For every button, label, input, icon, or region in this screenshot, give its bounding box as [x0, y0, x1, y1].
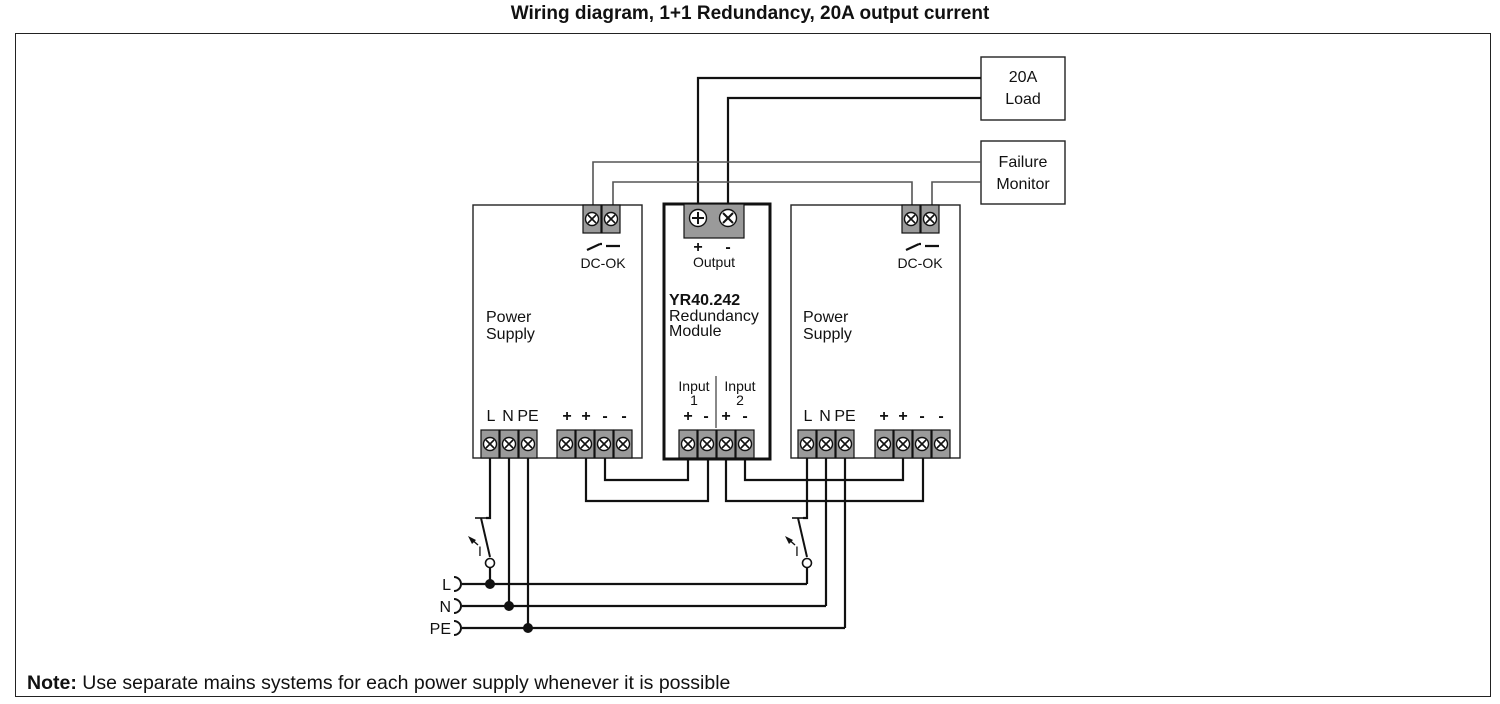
ac-terminal [499, 429, 519, 459]
psu-right-ac-N: N [819, 408, 831, 425]
dc-terminal [893, 429, 913, 459]
ac-terminal [518, 429, 538, 459]
dc-terminal [613, 429, 633, 459]
psu-left-ac-N: N [502, 408, 514, 425]
psu-left-dc-sign: - [602, 408, 607, 425]
psu-right-dc-sign: + [879, 408, 888, 425]
redundancy-module: + - Output YR40.242 Redundancy Module In… [662, 202, 772, 461]
dcok-terminal-right-2 [920, 204, 940, 234]
dcok-terminal-right-1 [901, 204, 921, 234]
module-input1-b: 1 [690, 392, 698, 408]
module-input-terminal [697, 429, 717, 459]
load-line2: Load [1005, 91, 1041, 108]
load-line1: 20A [1009, 69, 1038, 86]
failure-monitor-box: Failure Monitor [980, 140, 1066, 205]
module-output-label: Output [693, 254, 735, 270]
power-supply-right: DC-OK Power Supply L N PE + + - - [790, 204, 961, 459]
mains-label-PE: PE [430, 621, 451, 638]
dc-terminal [931, 429, 951, 459]
psu-right-ac-L: L [804, 408, 813, 425]
ac-terminal [835, 429, 855, 459]
psu-left-name1: Power [486, 309, 532, 326]
switch-mark-left: I [478, 543, 482, 559]
dcok-terminal-left-2 [601, 204, 621, 234]
module-line2: Redundancy [669, 308, 759, 325]
dcok-label-left: DC-OK [580, 255, 626, 271]
module-model: YR40.242 [669, 292, 740, 309]
mains-wiring [453, 458, 847, 636]
switch-mark-right: I [795, 543, 799, 559]
mains-label-L: L [442, 577, 451, 594]
module-output-minus: - [725, 239, 730, 256]
note-label: Note: [27, 672, 77, 694]
module-input1-a: Input [678, 378, 709, 394]
module-input-sign: + [683, 408, 692, 425]
dc-terminal [575, 429, 595, 459]
module-input-terminal [716, 429, 736, 459]
module-output-plus: + [693, 239, 702, 256]
module-input2-b: 2 [736, 392, 744, 408]
dcok-terminal-left-1 [582, 204, 602, 234]
module-line3: Module [669, 323, 722, 340]
module-input-sign: - [703, 408, 708, 425]
note-text: Use separate mains systems for each powe… [82, 672, 731, 694]
module-input-terminal [678, 429, 698, 459]
dc-terminal [556, 429, 576, 459]
output-wires [696, 76, 981, 210]
psu-right-ac-PE: PE [834, 408, 855, 425]
load-box: 20A Load [980, 56, 1066, 121]
monitor-line2: Monitor [996, 176, 1050, 193]
dc-terminal [874, 429, 894, 459]
psu-right-dc-sign: - [938, 408, 943, 425]
module-input-terminal [735, 429, 755, 459]
footnote: Note: Use separate mains systems for eac… [27, 672, 730, 695]
psu-right-name1: Power [803, 309, 849, 326]
psu-left-dc-sign: + [562, 408, 571, 425]
mains-label-N: N [439, 599, 451, 616]
dc-wires [584, 458, 925, 503]
psu-left-dc-sign: + [581, 408, 590, 425]
ac-terminal [816, 429, 836, 459]
module-input2-a: Input [724, 378, 755, 394]
psu-left-name2: Supply [486, 326, 535, 343]
ac-terminal [797, 429, 817, 459]
monitor-line1: Failure [999, 154, 1048, 171]
dcok-wires [592, 161, 981, 210]
module-input-sign: + [721, 408, 730, 425]
diagram-frame [15, 33, 1491, 697]
psu-right-dc-sign: + [898, 408, 907, 425]
module-input-sign: - [742, 408, 747, 425]
psu-left-ac-PE: PE [517, 408, 538, 425]
dc-terminal [594, 429, 614, 459]
power-supply-left: DC-OK Power Supply L N PE + + - - [472, 204, 643, 459]
ac-terminal [480, 429, 500, 459]
psu-left-dc-sign: - [621, 408, 626, 425]
diagram-title: Wiring diagram, 1+1 Redundancy, 20A outp… [510, 3, 990, 24]
dcok-label-right: DC-OK [897, 255, 943, 271]
psu-right-name2: Supply [803, 326, 852, 343]
dc-terminal [912, 429, 932, 459]
psu-right-dc-sign: - [919, 408, 924, 425]
psu-left-ac-L: L [487, 408, 496, 425]
